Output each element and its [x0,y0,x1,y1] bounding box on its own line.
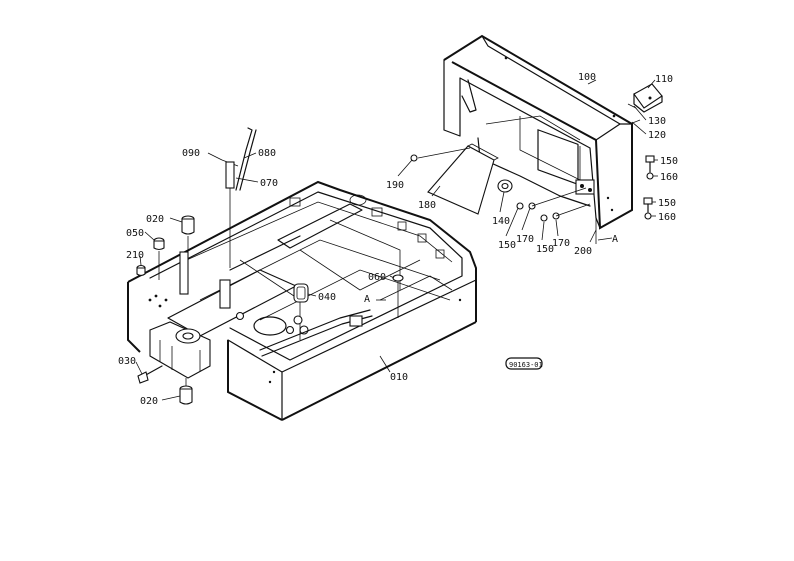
label-130: 130 [648,116,666,127]
label-070: 070 [260,178,278,189]
label-150-right-lower: 150 [658,198,676,209]
grommet-060 [392,274,404,318]
lever-assembly-070-080-090 [221,127,257,268]
label-170-right: 170 [552,238,570,249]
washers-150-170 [516,187,591,222]
label-120: 120 [648,130,666,141]
label-020-bottom: 020 [140,396,158,407]
hood-cover-100 [443,34,633,244]
stamp-code: 90163-01 [509,361,543,369]
label-110: 110 [655,74,673,85]
label-150-center-left: 150 [498,240,516,251]
label-050: 050 [126,228,144,239]
swing-bracket [137,321,211,405]
label-180: 180 [418,200,436,211]
label-150-center-right: 150 [536,244,554,255]
leader-lines [135,79,658,401]
label-030: 030 [118,356,136,367]
label-010: 010 [390,372,408,383]
label-a-center: A [364,294,370,305]
label-a-right: A [612,234,618,245]
label-170-left: 170 [516,234,534,245]
label-020-top: 020 [146,214,164,225]
panel-180 [410,143,499,215]
label-160-right-lower: 160 [658,212,676,223]
main-frame-010 [127,180,477,421]
plug-210 [136,264,146,277]
label-060: 060 [368,272,386,283]
stamp-box [505,357,543,370]
label-150-right-upper: 150 [660,156,678,167]
label-190: 190 [386,180,404,191]
label-080: 080 [258,148,276,159]
grommet-140 [497,179,513,193]
label-090: 090 [182,148,200,159]
bolt-150-160-upper [645,155,655,180]
bolt-150-160-lower [643,197,653,220]
label-210: 210 [126,250,144,261]
label-100: 100 [578,72,596,83]
label-200: 200 [574,246,592,257]
label-160-right-upper: 160 [660,172,678,183]
bracket-110 [627,83,663,125]
label-040: 040 [318,292,336,303]
part-labels: 100 110 130 120 150 160 150 160 190 180 … [118,72,678,407]
rubber-mount-020-top [181,215,195,262]
seal-040 [293,283,309,303]
label-140: 140 [492,216,510,227]
cap-050 [153,237,165,280]
